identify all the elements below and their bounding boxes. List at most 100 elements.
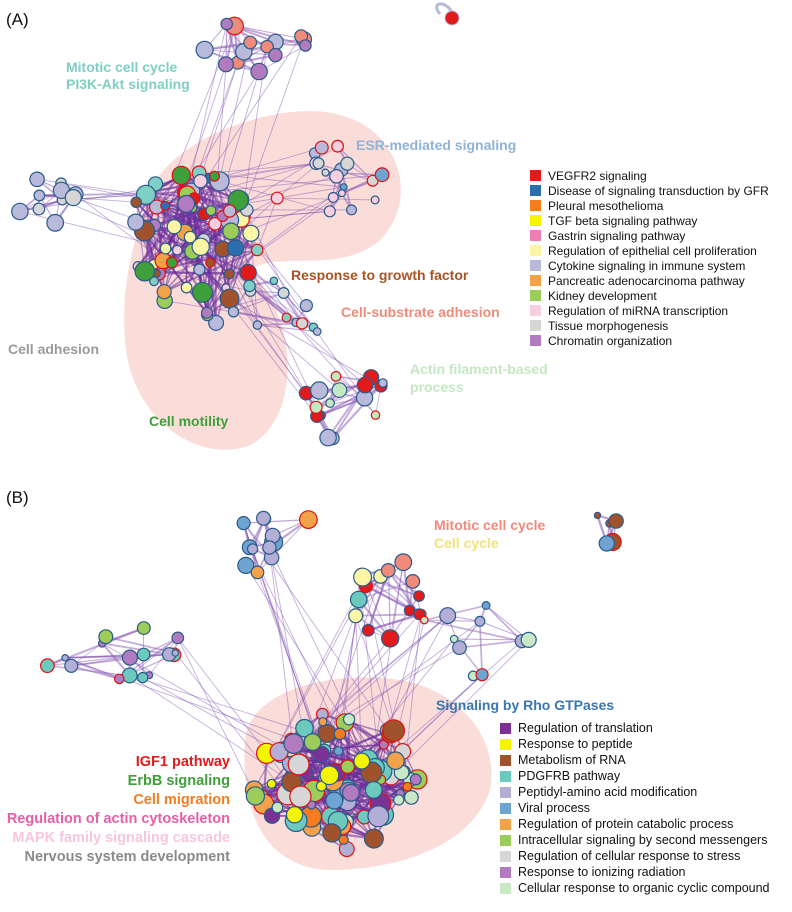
network-node (409, 773, 422, 786)
network-node (285, 806, 304, 824)
network-node (29, 171, 45, 188)
label-actin-cytoskeleton: Regulation of actin cytoskeleton (6, 811, 230, 827)
a-legend-label: Regulation of epithelial cell proliferat… (548, 243, 757, 258)
network-node (325, 791, 344, 810)
network-node (191, 237, 210, 256)
network-node (370, 195, 380, 205)
network-node (402, 781, 413, 792)
a-legend-row: Regulation of epithelial cell proliferat… (530, 243, 769, 258)
panel-a-letter: (A) (6, 10, 29, 29)
network-edge (234, 25, 306, 47)
network-node (353, 567, 373, 587)
network-node (242, 224, 260, 242)
network-edge (62, 199, 178, 251)
label-cell-migration: Cell migration (133, 792, 230, 808)
b-legend-label: Regulation of protein catabolic process (518, 817, 734, 831)
network-node (356, 376, 374, 394)
network-node (193, 173, 208, 189)
network-node (299, 39, 312, 52)
network-node (444, 10, 460, 26)
b-legend-label: PDGFRB pathway (518, 769, 621, 783)
network-node (378, 378, 388, 388)
a-legend-swatch (530, 335, 541, 346)
network-node (193, 263, 206, 276)
network-node (367, 805, 390, 828)
network-edge (200, 246, 250, 287)
network-edge (387, 614, 422, 731)
network-node (227, 189, 249, 211)
network-node (236, 515, 251, 531)
network-node (382, 719, 406, 742)
network-node (183, 230, 197, 244)
network-node (46, 213, 65, 232)
network-node (380, 563, 396, 578)
network-node (598, 535, 616, 552)
network-edge (129, 674, 292, 783)
b-legend-row: Response to ionizing radiation (500, 864, 770, 880)
a-legend-label: Regulation of miRNA transcription (548, 303, 729, 318)
b-legend-swatch (500, 866, 511, 878)
a-legend-row: Cytokine signaling in immune system (530, 258, 769, 273)
network-node (159, 242, 172, 255)
network-node (64, 189, 82, 207)
network-node (165, 256, 178, 269)
network-node (314, 140, 329, 155)
b-legend-label: Response to peptide (518, 737, 633, 751)
a-legend-label: Pleural mesothelioma (548, 198, 664, 213)
network-edge (322, 615, 448, 723)
b-legend-swatch (500, 770, 511, 782)
network-edge (228, 232, 252, 299)
network-node (449, 634, 459, 644)
network-node (281, 312, 292, 323)
network-node (177, 194, 196, 213)
network-node (520, 631, 537, 649)
network-node (252, 320, 263, 330)
a-legend-row: Regulation of miRNA transcription (530, 303, 769, 318)
b-legend-row: Regulation of translation (500, 720, 770, 736)
cluster-label-pi3k-akt: PI3K-Akt signaling (66, 76, 190, 92)
cluster-label-response-growth-factor: Response to growth factor (291, 267, 469, 283)
network-node (474, 615, 486, 627)
network-node (269, 276, 279, 286)
network-node (337, 189, 346, 198)
network-node (283, 733, 304, 754)
network-edge (355, 615, 395, 731)
network-node (322, 823, 342, 843)
network-node (312, 745, 330, 764)
network-node (156, 284, 172, 300)
b-legend-label: Viral process (518, 801, 591, 815)
network-node (381, 629, 400, 648)
network-node (299, 299, 313, 313)
network-edge (337, 145, 374, 182)
network-edge (329, 382, 384, 404)
network-node (319, 428, 337, 447)
b-legend-swatch (500, 754, 511, 766)
network-node (220, 17, 233, 31)
network-node (208, 217, 222, 231)
network-node (318, 717, 328, 727)
a-legend-label: Cytokine signaling in immune system (548, 258, 746, 273)
network-edge (198, 42, 251, 270)
b-legend-row: Intracellular signaling by second messen… (500, 832, 770, 848)
network-node (327, 191, 339, 203)
network-edge (243, 518, 309, 524)
a-legend-swatch (530, 275, 541, 286)
network-node (353, 752, 371, 770)
b-legend-label: Cellular response to organic cyclic comp… (518, 881, 770, 895)
network-node (270, 191, 284, 205)
cluster-label-cell-adhesion: Cell adhesion (8, 341, 100, 357)
network-edge (269, 547, 295, 755)
network-node (171, 165, 191, 186)
network-edge (326, 576, 382, 734)
cluster-label-cell-substrate-adhesion: Cell-substrate adhesion (341, 304, 500, 320)
b-legend-row: Viral process (500, 800, 770, 816)
network-node (64, 658, 79, 673)
network-edge (239, 199, 303, 324)
network-edge (135, 174, 182, 223)
network-node (299, 510, 318, 529)
a-legend-swatch (530, 305, 541, 316)
panel-b-letter: (B) (6, 488, 29, 507)
